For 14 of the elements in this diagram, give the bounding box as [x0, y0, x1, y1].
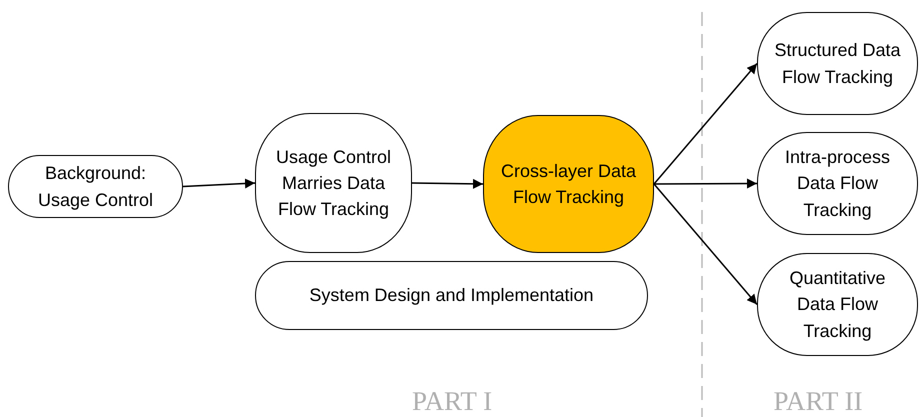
arrow — [653, 63, 758, 184]
arrow — [412, 178, 484, 189]
rounded-box: Cross-layer Data Flow Tracking — [483, 115, 654, 253]
section-label: PART II — [774, 386, 863, 417]
rounded-box: Background: Usage Control — [8, 155, 183, 218]
rounded-box: System Design and Implementation — [255, 261, 648, 330]
arrow — [182, 178, 256, 188]
rounded-box: Intra-process Data Flow Tracking — [757, 132, 918, 235]
rounded-box: Structured Data Flow Tracking — [757, 12, 918, 115]
arrow — [653, 184, 758, 305]
section-label: PART I — [412, 386, 492, 417]
rounded-box: Usage Control Marries Data Flow Tracking — [255, 113, 412, 253]
arrow — [654, 178, 757, 189]
rounded-box: Quantitative Data Flow Tracking — [757, 253, 918, 356]
